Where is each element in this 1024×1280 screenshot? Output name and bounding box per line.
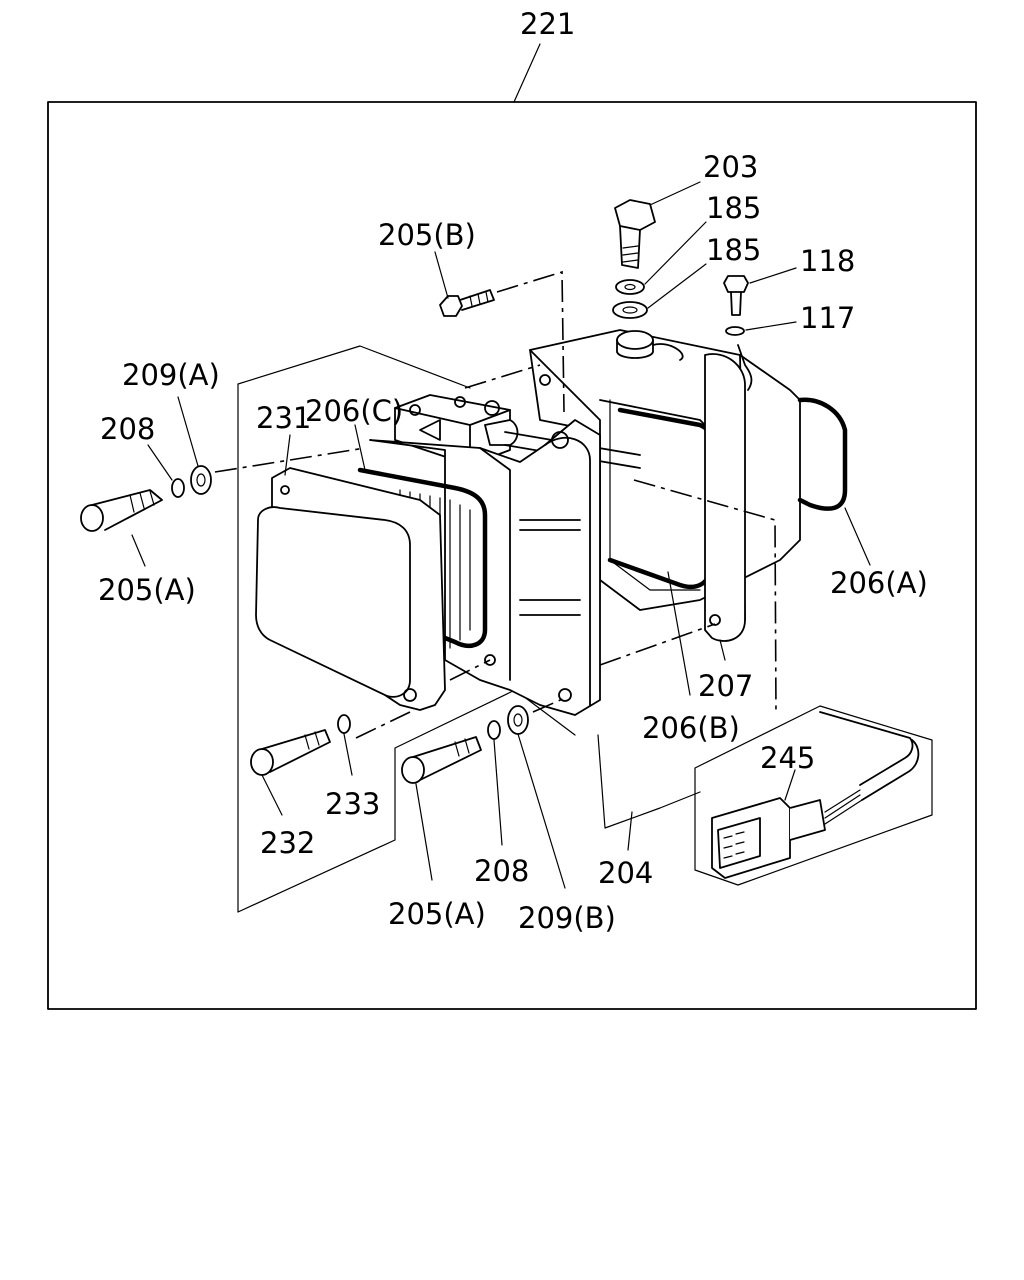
- screw-232: [250, 729, 331, 776]
- label-208-bottom: 208: [474, 854, 529, 888]
- washer-185-upper: [615, 279, 645, 295]
- connector-245: [711, 711, 920, 879]
- screw-118: [723, 275, 749, 316]
- label-185-upper: 185: [706, 191, 761, 225]
- label-205b: 205(B): [378, 218, 476, 252]
- washer-209a: [190, 465, 212, 495]
- bracket-outline: [597, 734, 701, 829]
- label-208-left: 208: [100, 412, 155, 446]
- label-206c: 206(C): [305, 394, 403, 428]
- label-206b: 206(B): [642, 711, 740, 745]
- label-117: 117: [800, 301, 855, 335]
- assembly-frame: [47, 101, 977, 1010]
- label-209b: 209(B): [518, 901, 616, 935]
- washer-185-lower: [612, 301, 648, 319]
- housing-body: [529, 329, 848, 642]
- bolt-205a-left: [80, 489, 163, 532]
- label-206a: 206(A): [830, 566, 928, 600]
- label-245: 245: [760, 741, 815, 775]
- washer-117: [725, 326, 745, 336]
- bolt-205b: [439, 289, 495, 317]
- bolt-205a-bottom: [401, 736, 482, 784]
- washer-208-left: [171, 478, 185, 498]
- label-209a: 209(A): [122, 358, 220, 392]
- gasket-206c: [357, 467, 488, 648]
- leader-lines: [131, 181, 871, 889]
- label-205a-left: 205(A): [98, 573, 196, 607]
- washer-209b: [507, 705, 529, 735]
- washer-233: [337, 714, 351, 734]
- label-232: 232: [260, 826, 315, 860]
- cover-231: [255, 467, 446, 711]
- stud-203: [614, 199, 656, 269]
- label-221: 221: [520, 7, 575, 41]
- label-233: 233: [325, 787, 380, 821]
- label-207: 207: [698, 669, 753, 703]
- label-185-lower: 185: [706, 233, 761, 267]
- top-boss: [616, 330, 684, 361]
- label-205a-bottom: 205(A): [388, 897, 486, 931]
- label-231: 231: [256, 401, 311, 435]
- label-204: 204: [598, 856, 653, 890]
- washer-208-bottom: [487, 720, 501, 740]
- label-118: 118: [800, 244, 855, 278]
- label-203: 203: [703, 150, 758, 184]
- alignment-lines: [214, 270, 777, 739]
- connector-inset-outline: [694, 705, 933, 886]
